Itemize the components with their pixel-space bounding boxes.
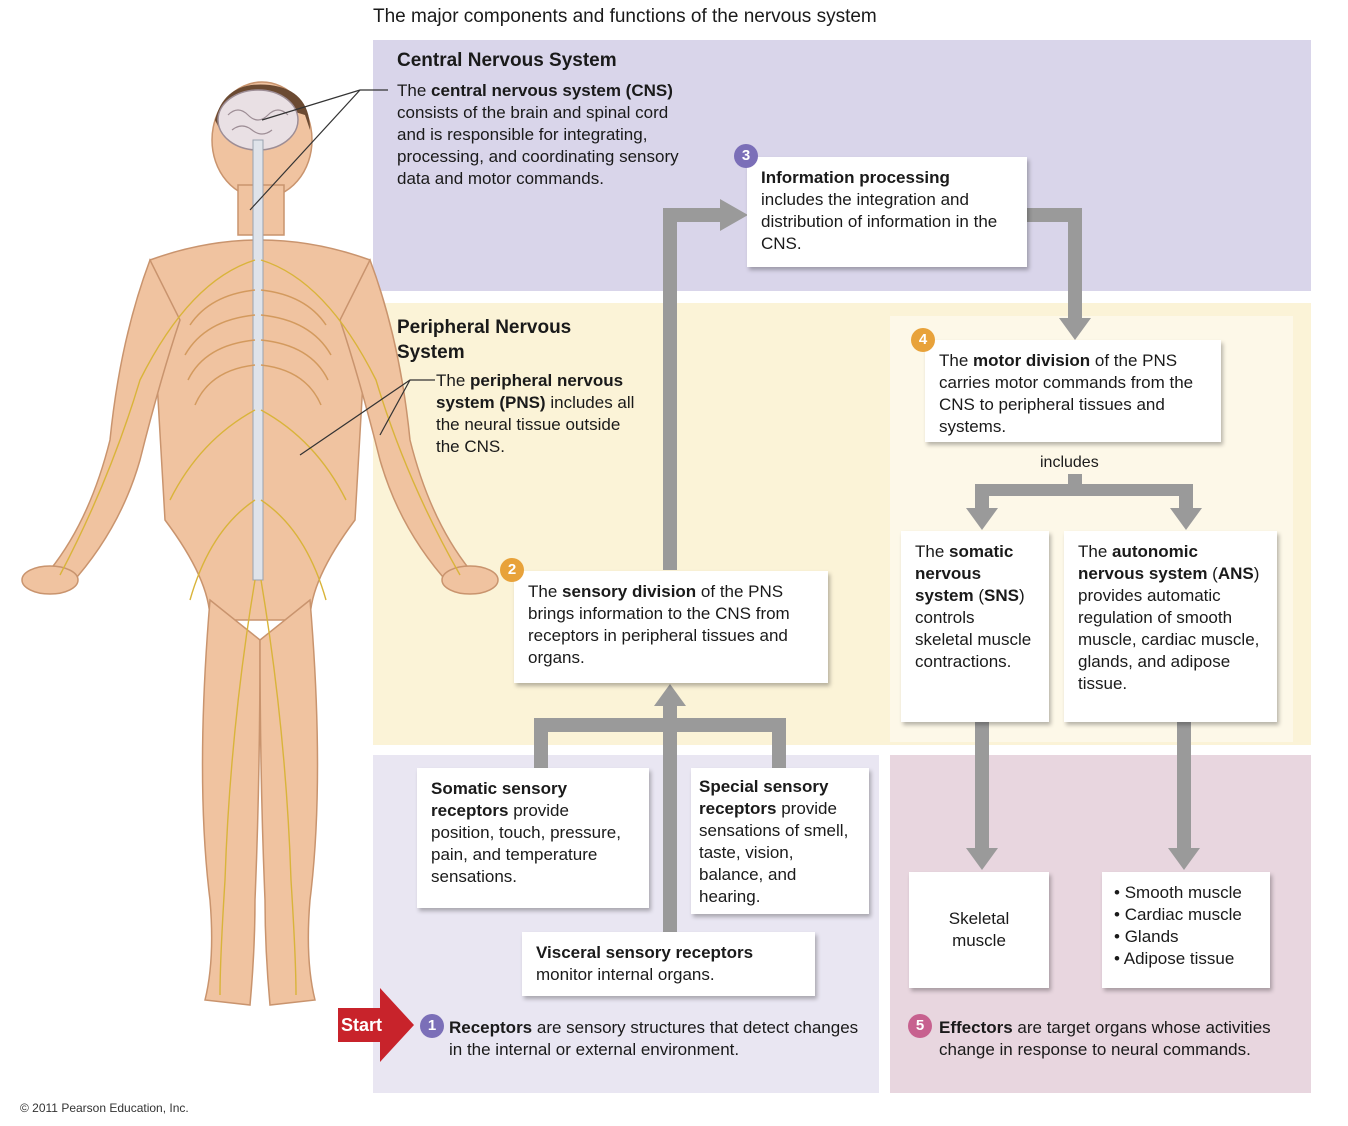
step5-bold: Effectors — [939, 1018, 1013, 1037]
figure-title: The major components and functions of th… — [373, 6, 877, 27]
effector-list-box: • Smooth muscle • Cardiac muscle • Gland… — [1102, 872, 1270, 988]
step1-badge: 1 — [420, 1014, 444, 1038]
copyright: © 2011 Pearson Education, Inc. — [20, 1101, 189, 1115]
cns-text-post: consists of the brain and spinal cord an… — [397, 103, 679, 188]
cns-description: The central nervous system (CNS) consist… — [397, 80, 687, 190]
step4-badge: 4 — [911, 328, 935, 352]
arrow-receptors-branch-horizontal — [534, 718, 786, 732]
pns-text-post: includes all the neural tissue outside t… — [436, 393, 635, 456]
includes-label: includes — [1040, 454, 1099, 471]
autonomic-mid: ( — [1207, 564, 1218, 583]
information-processing-box: Information processing includes the inte… — [747, 157, 1027, 267]
somatic-receptors-bold: Somatic sensory receptors — [431, 779, 568, 820]
arrow-somatic-to-skeletal — [975, 722, 989, 850]
effector-list-item: • Adipose tissue — [1114, 949, 1235, 968]
step3-text: includes the integration and distributio… — [761, 190, 998, 253]
visceral-sensory-receptors-box: Visceral sensory receptors monitor inter… — [522, 932, 815, 996]
autonomic-bold: autonomic nervous system — [1078, 542, 1208, 583]
arrow-motor-branch-left — [975, 484, 989, 510]
step5-description: Effectors are target organs whose activi… — [939, 1017, 1284, 1061]
arrow-visceral-up — [663, 700, 677, 932]
step4-text: of the PNS carries motor commands from t… — [939, 351, 1194, 436]
autonomic-nervous-system-box: The autonomic nervous system (ANS) provi… — [1064, 531, 1277, 722]
step5-badge: 5 — [908, 1014, 932, 1038]
step5-text: are target organs whose activities chang… — [939, 1018, 1271, 1059]
arrow-motor-branch-right — [1179, 484, 1193, 510]
effector-list-item: • Smooth muscle — [1114, 883, 1242, 902]
arrow-sensory-to-cns-vertical — [663, 208, 677, 570]
step3-badge: 3 — [734, 144, 758, 168]
step2-pre: The — [528, 582, 563, 601]
cns-text-pre: The — [397, 81, 432, 100]
pns-text-bold: peripheral nervous system (PNS) — [436, 371, 624, 412]
cns-title: Central Nervous System — [397, 50, 617, 71]
step3-bold: Information processing — [761, 168, 950, 187]
visceral-receptors-text: monitor internal organs. — [536, 965, 715, 984]
arrow-receptors-branch-right — [772, 718, 786, 770]
arrowhead-to-skeletal — [966, 848, 998, 870]
effector-list-item: • Cardiac muscle — [1114, 905, 1242, 924]
motor-division-box: The motor division of the PNS carries mo… — [925, 340, 1221, 442]
arrowhead-to-autonomic — [1170, 508, 1202, 530]
arrow-cns-to-motor-vertical — [1068, 208, 1082, 320]
arrowhead-to-cns — [720, 199, 748, 231]
somatic-bold2: SNS — [984, 586, 1019, 605]
step4-pre: The — [939, 351, 974, 370]
arrowhead-to-effector-list — [1168, 848, 1200, 870]
cns-text-bold: central nervous system (CNS) — [431, 81, 673, 100]
somatic-text: ) controls skeletal muscle contractions. — [915, 586, 1032, 671]
special-sensory-receptors-box: Special sensory receptors provide sensat… — [691, 768, 869, 914]
visceral-receptors-bold: Visceral sensory receptors — [536, 943, 754, 962]
step2-text: of the PNS brings information to the CNS… — [528, 582, 790, 667]
arrow-receptors-branch-left — [534, 718, 548, 770]
special-receptors-text: provide sensations of smell, taste, visi… — [699, 799, 849, 906]
arrow-motor-branch-horizontal — [975, 484, 1193, 496]
special-receptors-bold: Special sensory receptors — [699, 777, 829, 818]
step4-bold: motor division — [973, 351, 1091, 370]
human-nervous-system-illustration — [21, 81, 499, 1006]
somatic-sensory-receptors-box: Somatic sensory receptors provide positi… — [417, 768, 649, 908]
sensory-division-box: The sensory division of the PNS brings i… — [514, 571, 828, 683]
autonomic-bold2: ANS — [1217, 564, 1254, 583]
somatic-bold: somatic nervous system — [915, 542, 1014, 605]
pns-description: The peripheral nervous system (PNS) incl… — [436, 370, 646, 458]
skeletal-muscle-label: Skeletal muscle — [948, 909, 1010, 950]
somatic-pre: The — [915, 542, 950, 561]
start-label: Start — [341, 1015, 383, 1035]
effector-list-item: • Glands — [1114, 927, 1179, 946]
step2-bold: sensory division — [562, 582, 697, 601]
step2-badge: 2 — [500, 558, 524, 582]
somatic-mid: ( — [973, 586, 984, 605]
arrow-sensory-to-cns-horizontal — [663, 208, 723, 222]
step1-description: Receptors are sensory structures that de… — [449, 1017, 859, 1061]
arrowhead-to-sensory — [654, 684, 686, 706]
somatic-nervous-system-box: The somatic nervous system (SNS) control… — [901, 531, 1049, 722]
skeletal-muscle-box: Skeletal muscle — [909, 872, 1049, 988]
arrow-autonomic-to-effectors — [1177, 722, 1191, 850]
arrowhead-to-somatic — [966, 508, 998, 530]
autonomic-text: ) provides automatic regulation of smoot… — [1078, 564, 1260, 693]
arrowhead-to-motor — [1059, 318, 1091, 340]
step1-bold: Receptors — [449, 1018, 533, 1037]
start-arrow-icon — [338, 988, 414, 1062]
pns-text-pre: The — [436, 371, 471, 390]
autonomic-pre: The — [1078, 542, 1113, 561]
step1-text: are sensory structures that detect chang… — [449, 1018, 859, 1059]
somatic-receptors-text: provide position, touch, pressure, pain,… — [431, 801, 621, 886]
pns-title: Peripheral Nervous System — [397, 317, 572, 363]
